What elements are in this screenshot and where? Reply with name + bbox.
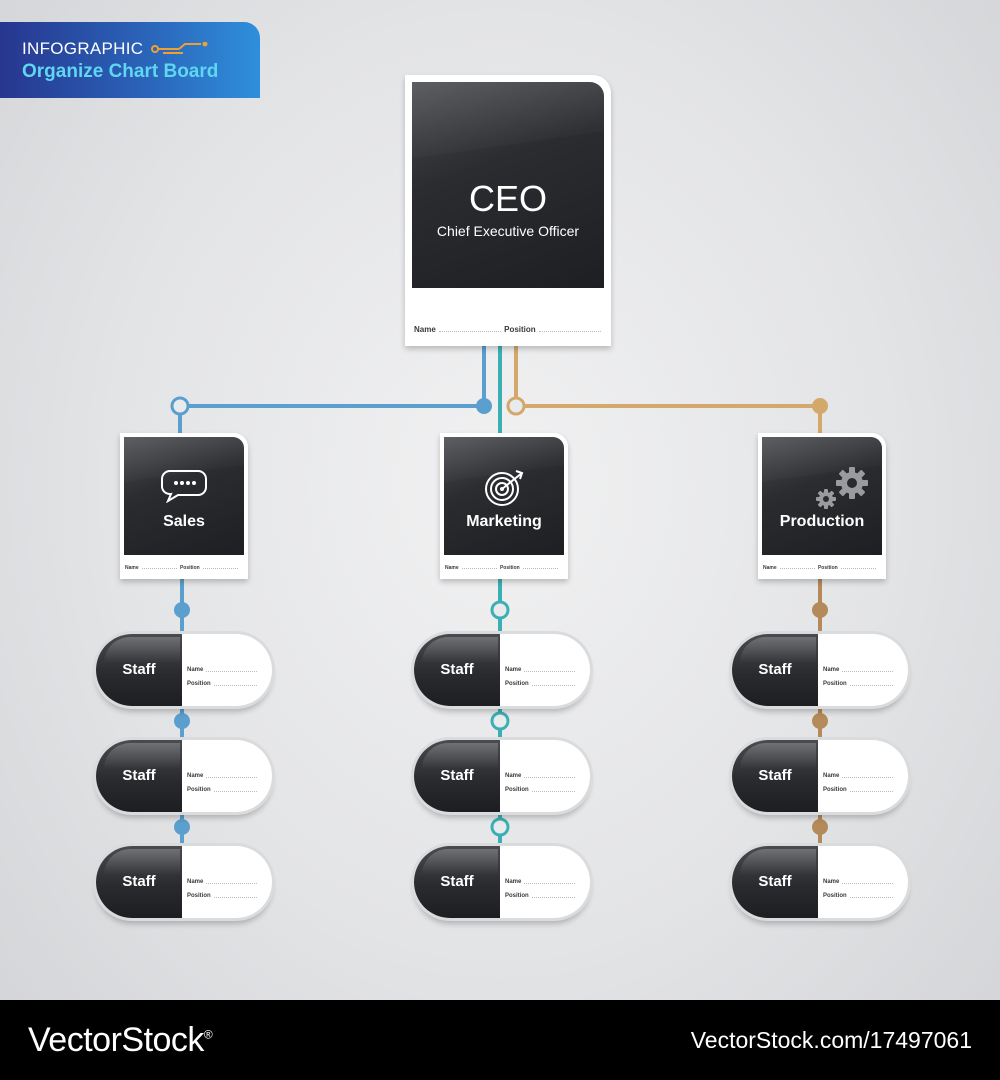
staff-pill-production-1[interactable]: Staff Name Position xyxy=(732,634,908,706)
target-icon xyxy=(485,470,524,506)
dept-title-sales: Sales xyxy=(163,513,205,530)
footer-trademark: ® xyxy=(203,1027,213,1042)
ceo-name-label: Name xyxy=(414,325,436,334)
staff-pill-production-2[interactable]: Staff Name Position xyxy=(732,740,908,812)
org-chart: INFOGRAPHIC Organize Chart Board CEO Chi… xyxy=(0,0,1000,1000)
connector-node-ceo-production xyxy=(506,396,526,416)
connector-node-sales-1 xyxy=(174,602,190,618)
connector-node-sales xyxy=(170,396,190,416)
staff-label: Staff xyxy=(758,661,792,678)
staff-pill-sales-2[interactable]: Staff Name Position xyxy=(96,740,272,812)
ceo-screen: CEO Chief Executive Officer xyxy=(412,82,604,288)
circuit-icon xyxy=(151,42,208,54)
header-line2: Organize Chart Board xyxy=(22,61,219,82)
dept-card-marketing[interactable]: Marketing Name Position xyxy=(440,433,568,579)
staff-label: Staff xyxy=(440,661,474,678)
staff-pill-marketing-3[interactable]: Staff Name Position xyxy=(414,846,590,918)
staff-label: Staff xyxy=(440,873,474,890)
staff-label: Staff xyxy=(758,873,792,890)
footer-url: VectorStock.com/17497061 xyxy=(690,1026,972,1053)
ceo-card[interactable]: CEO Chief Executive Officer Name Positio… xyxy=(405,75,611,346)
ceo-fields: Name Position xyxy=(414,325,604,334)
connector-node-sales-2 xyxy=(174,713,190,729)
staff-pill-sales-1[interactable]: Staff Name Position xyxy=(96,634,272,706)
gears-icon xyxy=(816,467,868,509)
dept-title-marketing: Marketing xyxy=(466,513,542,530)
header-line1: INFOGRAPHIC xyxy=(22,39,144,58)
connector-node-ceo-sales xyxy=(476,398,492,414)
footer-brand: VectorStock® xyxy=(28,1020,213,1059)
staff-label: Staff xyxy=(440,767,474,784)
footer-bar: VectorStock® VectorStock.com/17497061 xyxy=(0,1000,1000,1080)
ceo-subtitle: Chief Executive Officer xyxy=(436,223,580,239)
staff-pill-marketing-1[interactable]: Staff Name Position xyxy=(414,634,590,706)
dept-card-sales[interactable]: Sales Name Position xyxy=(120,433,248,579)
connector-node-production xyxy=(812,398,828,414)
connector-node-marketing-3 xyxy=(490,817,510,837)
connector-node-marketing-1 xyxy=(490,600,510,620)
staff-label: Staff xyxy=(122,767,156,784)
connector-node-sales-3 xyxy=(174,819,190,835)
staff-label: Staff xyxy=(758,767,792,784)
header-badge: INFOGRAPHIC Organize Chart Board xyxy=(0,22,260,98)
dept-card-production[interactable]: Production Name Position xyxy=(758,433,886,579)
connector-node-production-3 xyxy=(812,819,828,835)
staff-pill-sales-3[interactable]: Staff Name Position xyxy=(96,846,272,918)
connector-node-production-2 xyxy=(812,713,828,729)
dept-title-production: Production xyxy=(779,513,865,530)
staff-pill-marketing-2[interactable]: Staff Name Position xyxy=(414,740,590,812)
ceo-title: CEO xyxy=(468,178,547,219)
staff-label: Staff xyxy=(122,661,156,678)
ceo-position-label: Position xyxy=(504,325,536,334)
staff-pill-production-3[interactable]: Staff Name Position xyxy=(732,846,908,918)
connector-node-marketing-2 xyxy=(490,711,510,731)
chat-bubble-icon xyxy=(161,470,207,503)
connector-node-production-1 xyxy=(812,602,828,618)
staff-label: Staff xyxy=(122,873,156,890)
